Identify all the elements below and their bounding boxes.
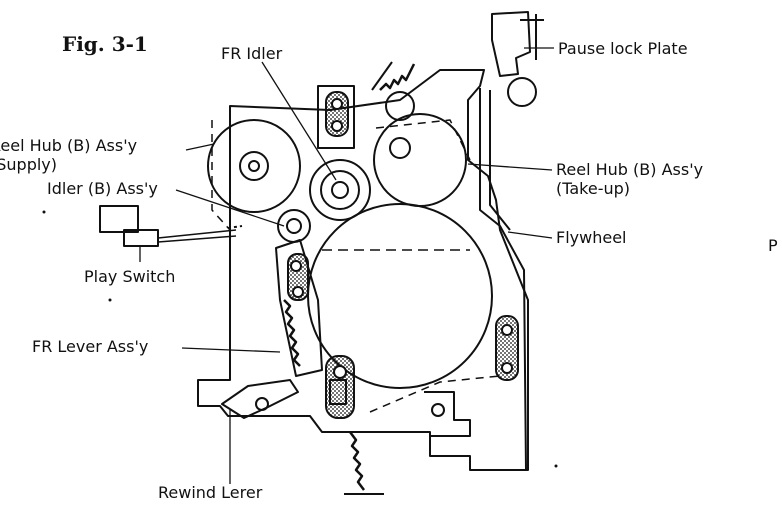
label-edge-partial: P <box>768 236 778 255</box>
label-flywheel: Flywheel <box>556 228 627 247</box>
label-fr-idler: FR Idler <box>221 44 283 63</box>
fr-lever-shape <box>275 239 323 377</box>
reel-hub-supply-shape <box>207 119 301 213</box>
leader-idler-b <box>175 189 285 227</box>
spring-upper <box>379 63 416 91</box>
leader-reel-takeup <box>467 163 553 171</box>
label-reel-hub-takeup-2: (Take-up) <box>556 179 631 198</box>
flywheel-shape <box>307 203 493 389</box>
rewind-lever-shape <box>221 379 299 419</box>
label-play-switch: Play Switch <box>84 267 176 286</box>
label-pause-lock-plate: Pause lock Plate <box>558 39 688 58</box>
chassis-right-wall <box>479 88 527 471</box>
play-switch-box-upper <box>99 205 139 233</box>
pause-lock-plate-shape <box>491 11 531 77</box>
figure-title: Fig. 3-1 <box>62 32 148 56</box>
label-fr-lever: FR Lever Ass'y <box>32 337 149 356</box>
fr-idler-shape <box>309 159 371 221</box>
chassis-outline <box>197 69 529 471</box>
spring-lower <box>349 431 365 491</box>
label-reel-hub-supply-1: Reel Hub (B) Ass'y <box>0 136 138 155</box>
leader-fr-idler <box>261 61 337 181</box>
label-reel-hub-supply-2: (Supply) <box>0 155 58 174</box>
label-rewind-lever: Rewind Lerer <box>158 483 263 502</box>
label-idler-b: Idler (B) Ass'y <box>47 179 158 198</box>
leader-fr-lever <box>181 347 281 353</box>
reel-hub-takeup-shape <box>373 113 467 207</box>
leader-reel-supply <box>185 143 215 151</box>
leader-flywheel <box>507 231 553 239</box>
label-reel-hub-takeup-1: Reel Hub (B) Ass'y <box>556 160 704 179</box>
